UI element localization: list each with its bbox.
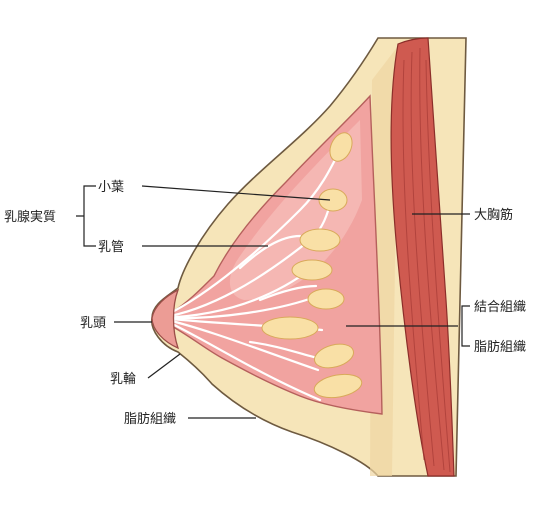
- lobule: [299, 228, 341, 252]
- lobule: [313, 373, 363, 399]
- label-connective: 結合組織: [474, 300, 526, 315]
- pectoralis-muscle: [390, 37, 455, 477]
- leader-lines: [76, 185, 470, 419]
- label-mammary-gland: 乳腺実質: [4, 209, 56, 225]
- label-pectoralis: 大胸筋: [474, 207, 513, 223]
- lobules: [261, 132, 363, 399]
- lactiferous-ducts: [158, 148, 342, 402]
- label-duct: 乳管: [98, 240, 124, 255]
- label-fat-inner: 脂肪組織: [474, 339, 526, 355]
- label-areola: 乳輪: [110, 371, 136, 387]
- label-fat-outer: 脂肪組織: [124, 411, 176, 427]
- gland-highlight: [229, 120, 362, 300]
- lobule: [329, 132, 353, 162]
- right-bracket: [461, 305, 470, 347]
- mammary-bracket: [76, 185, 96, 247]
- lobule: [261, 316, 319, 340]
- lobule-leader: [141, 185, 331, 201]
- label-lobule: 小葉: [98, 180, 124, 195]
- lobule: [313, 343, 355, 369]
- nipple: [151, 288, 180, 350]
- lobule: [291, 259, 333, 281]
- muscle-fibers: [402, 47, 451, 473]
- lobule: [307, 288, 345, 310]
- areola-leader: [147, 353, 181, 379]
- lobule: [318, 188, 348, 212]
- label-nipple: 乳頭: [80, 316, 106, 331]
